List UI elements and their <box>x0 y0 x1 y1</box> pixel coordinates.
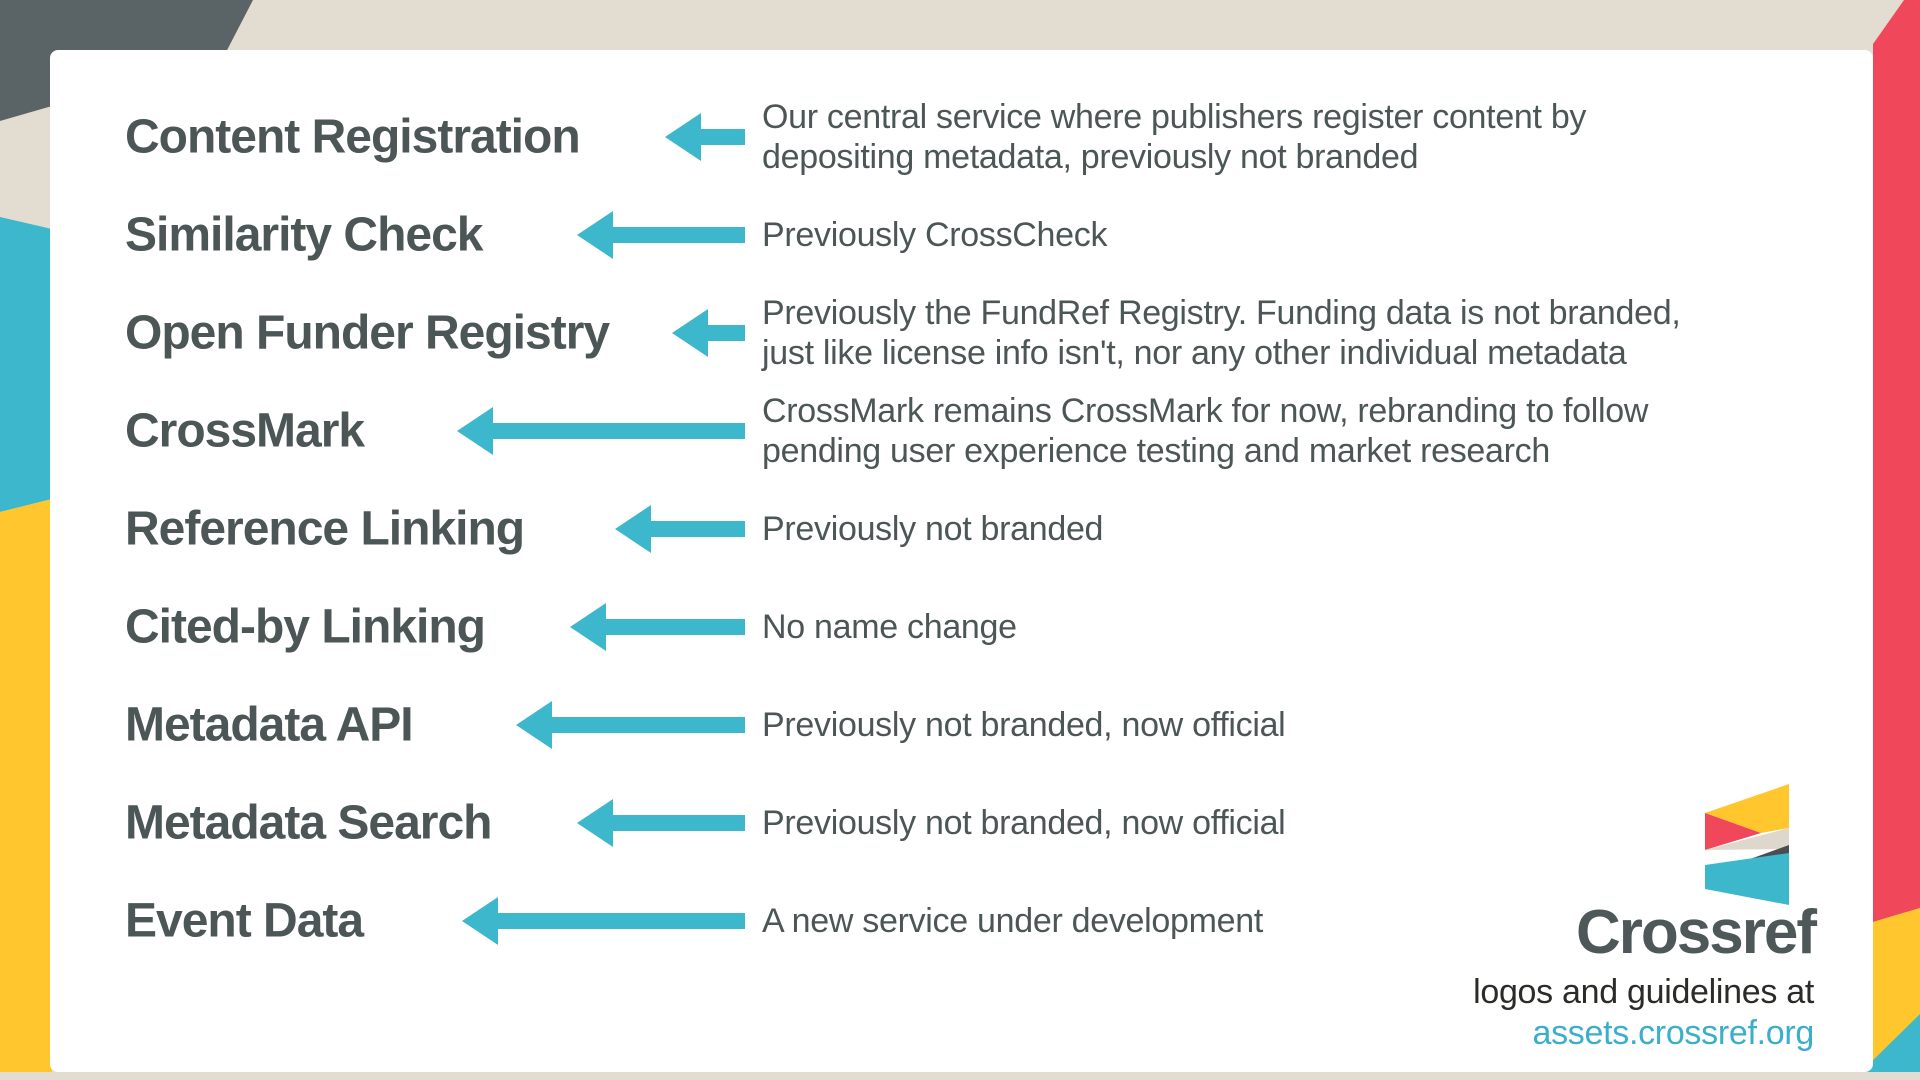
arrow-tail <box>551 717 745 733</box>
service-row-reference-linking: Reference Linking Previously not branded <box>0 480 1920 578</box>
arrow-head <box>462 897 498 945</box>
arrow-left-icon <box>615 504 745 554</box>
service-name: Event Data <box>125 894 364 948</box>
corner-decor-dark-slate <box>0 0 253 121</box>
arrow-head <box>577 211 613 259</box>
service-name: Metadata API <box>125 698 414 752</box>
service-description: Previously not branded <box>762 510 1104 548</box>
arrow-head <box>672 309 708 357</box>
arrow-tail <box>612 815 745 831</box>
arrow-left-icon <box>577 210 745 260</box>
service-description: Previously the FundRef Registry. Funding… <box>762 294 1681 372</box>
arrow-head <box>457 407 493 455</box>
service-description: A new service under development <box>762 902 1263 940</box>
service-description: Previously not branded, now official <box>762 706 1286 744</box>
service-name: Cited-by Linking <box>125 600 486 654</box>
service-description: Previously CrossCheck <box>762 216 1108 254</box>
edge-decor-red-right <box>1873 0 1920 922</box>
edge-decor-yellow-left <box>0 499 52 1072</box>
arrow-tail <box>700 129 745 145</box>
service-description: Our central service where publishers reg… <box>762 98 1587 176</box>
arrow-tail <box>605 619 745 635</box>
arrow-head <box>615 505 651 553</box>
service-row-metadata-api: Metadata API Previously not branded, now… <box>0 676 1920 774</box>
arrow-left-icon <box>672 308 745 358</box>
arrow-left-icon <box>457 406 745 456</box>
arrow-head <box>570 603 606 651</box>
service-description: CrossMark remains CrossMark for now, reb… <box>762 392 1649 470</box>
arrow-left-icon <box>577 798 745 848</box>
service-description: No name change <box>762 608 1017 646</box>
arrow-head <box>665 113 701 161</box>
corner-decor-teal-bottom-right <box>1861 1014 1920 1072</box>
arrow-tail <box>707 325 745 341</box>
service-description: Previously not branded, now official <box>762 804 1286 842</box>
service-name: Open Funder Registry <box>125 306 610 360</box>
arrow-left-icon <box>462 896 745 946</box>
arrow-tail <box>612 227 745 243</box>
service-row-similarity-check: Similarity Check Previously CrossCheck <box>0 186 1920 284</box>
service-name: CrossMark <box>125 404 365 458</box>
arrow-left-icon <box>516 700 745 750</box>
content-card <box>50 50 1873 1072</box>
service-row-open-funder-registry: Open Funder Registry Previously the Fund… <box>0 284 1920 382</box>
assets-crossref-link[interactable]: assets.crossref.org <box>1532 1014 1814 1052</box>
arrow-left-icon <box>570 602 745 652</box>
service-row-crossmark: CrossMark CrossMark remains CrossMark fo… <box>0 382 1920 480</box>
arrow-tail <box>497 913 745 929</box>
arrow-head <box>577 799 613 847</box>
service-name: Reference Linking <box>125 502 525 556</box>
service-row-metadata-search: Metadata Search Previously not branded, … <box>0 774 1920 872</box>
arrow-head <box>516 701 552 749</box>
service-name: Metadata Search <box>125 796 492 850</box>
arrow-tail <box>492 423 745 439</box>
service-row-cited-by-linking: Cited-by Linking No name change <box>0 578 1920 676</box>
arrow-left-icon <box>665 112 745 162</box>
service-row-content-registration: Content Registration Our central service… <box>0 88 1920 186</box>
service-row-event-data: Event Data A new service under developme… <box>0 872 1920 970</box>
service-name: Similarity Check <box>125 208 483 262</box>
service-name: Content Registration <box>125 110 581 164</box>
edge-decor-teal-left <box>0 217 52 512</box>
arrow-tail <box>650 521 745 537</box>
